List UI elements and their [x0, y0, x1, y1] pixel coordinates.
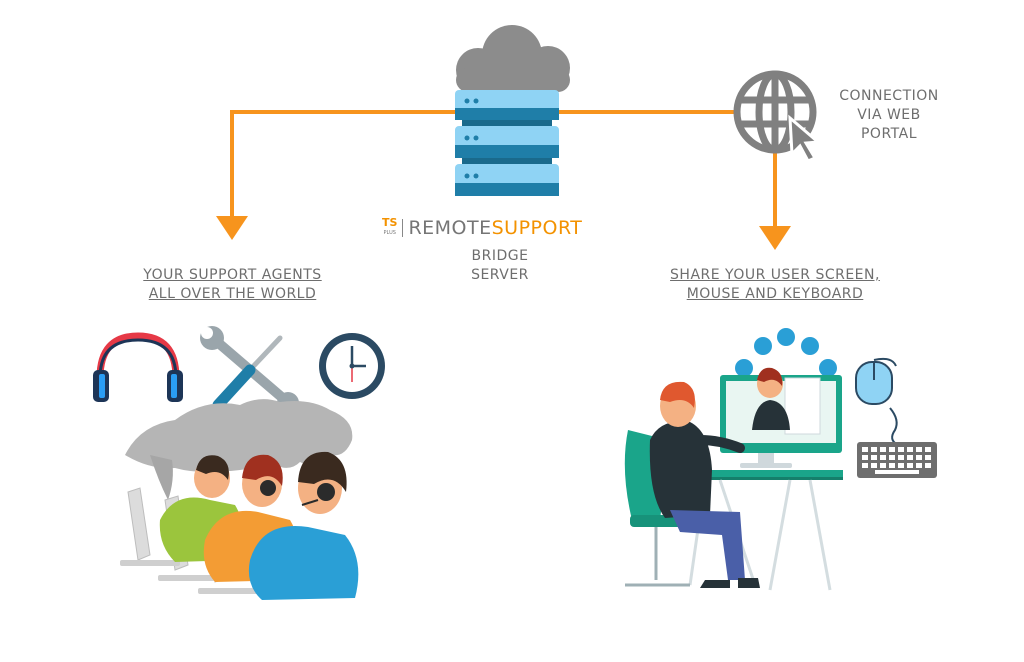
keyboard-cable: [889, 407, 899, 446]
keyboard-icon: [857, 442, 937, 478]
connector-right: [550, 110, 791, 250]
logo-word-remote: REMOTE: [408, 217, 492, 239]
user-at-desk-illustration: [624, 328, 843, 591]
world-map: [125, 399, 353, 500]
share-screen-caption: SHARE YOUR USER SCREEN, MOUSE AND KEYBOA…: [670, 267, 880, 302]
support-agents-caption: YOUR SUPPORT AGENTS ALL OVER THE WORLD: [143, 267, 322, 302]
headphones-icon: [93, 332, 183, 402]
mouse-icon: [855, 357, 897, 405]
server-icon: [455, 90, 559, 196]
feature-bubbles: [730, 328, 841, 402]
logo-divider: [402, 219, 404, 237]
cursor-icon: [788, 114, 822, 163]
tools-icon: [200, 326, 299, 414]
bridge-server-label: BRIDGE SERVER: [471, 248, 529, 283]
ts-plus-badge: TS PLUS: [382, 216, 398, 236]
clock-icon: [319, 333, 385, 399]
support-agents-illustration: [120, 451, 359, 600]
globe-cursor-icon: [733, 70, 817, 154]
connector-left: [216, 110, 460, 240]
web-portal-label: CONNECTION VIA WEB PORTAL: [839, 88, 939, 142]
cloud-icon: [456, 25, 570, 92]
logo-word-support: SUPPORT: [491, 217, 583, 239]
